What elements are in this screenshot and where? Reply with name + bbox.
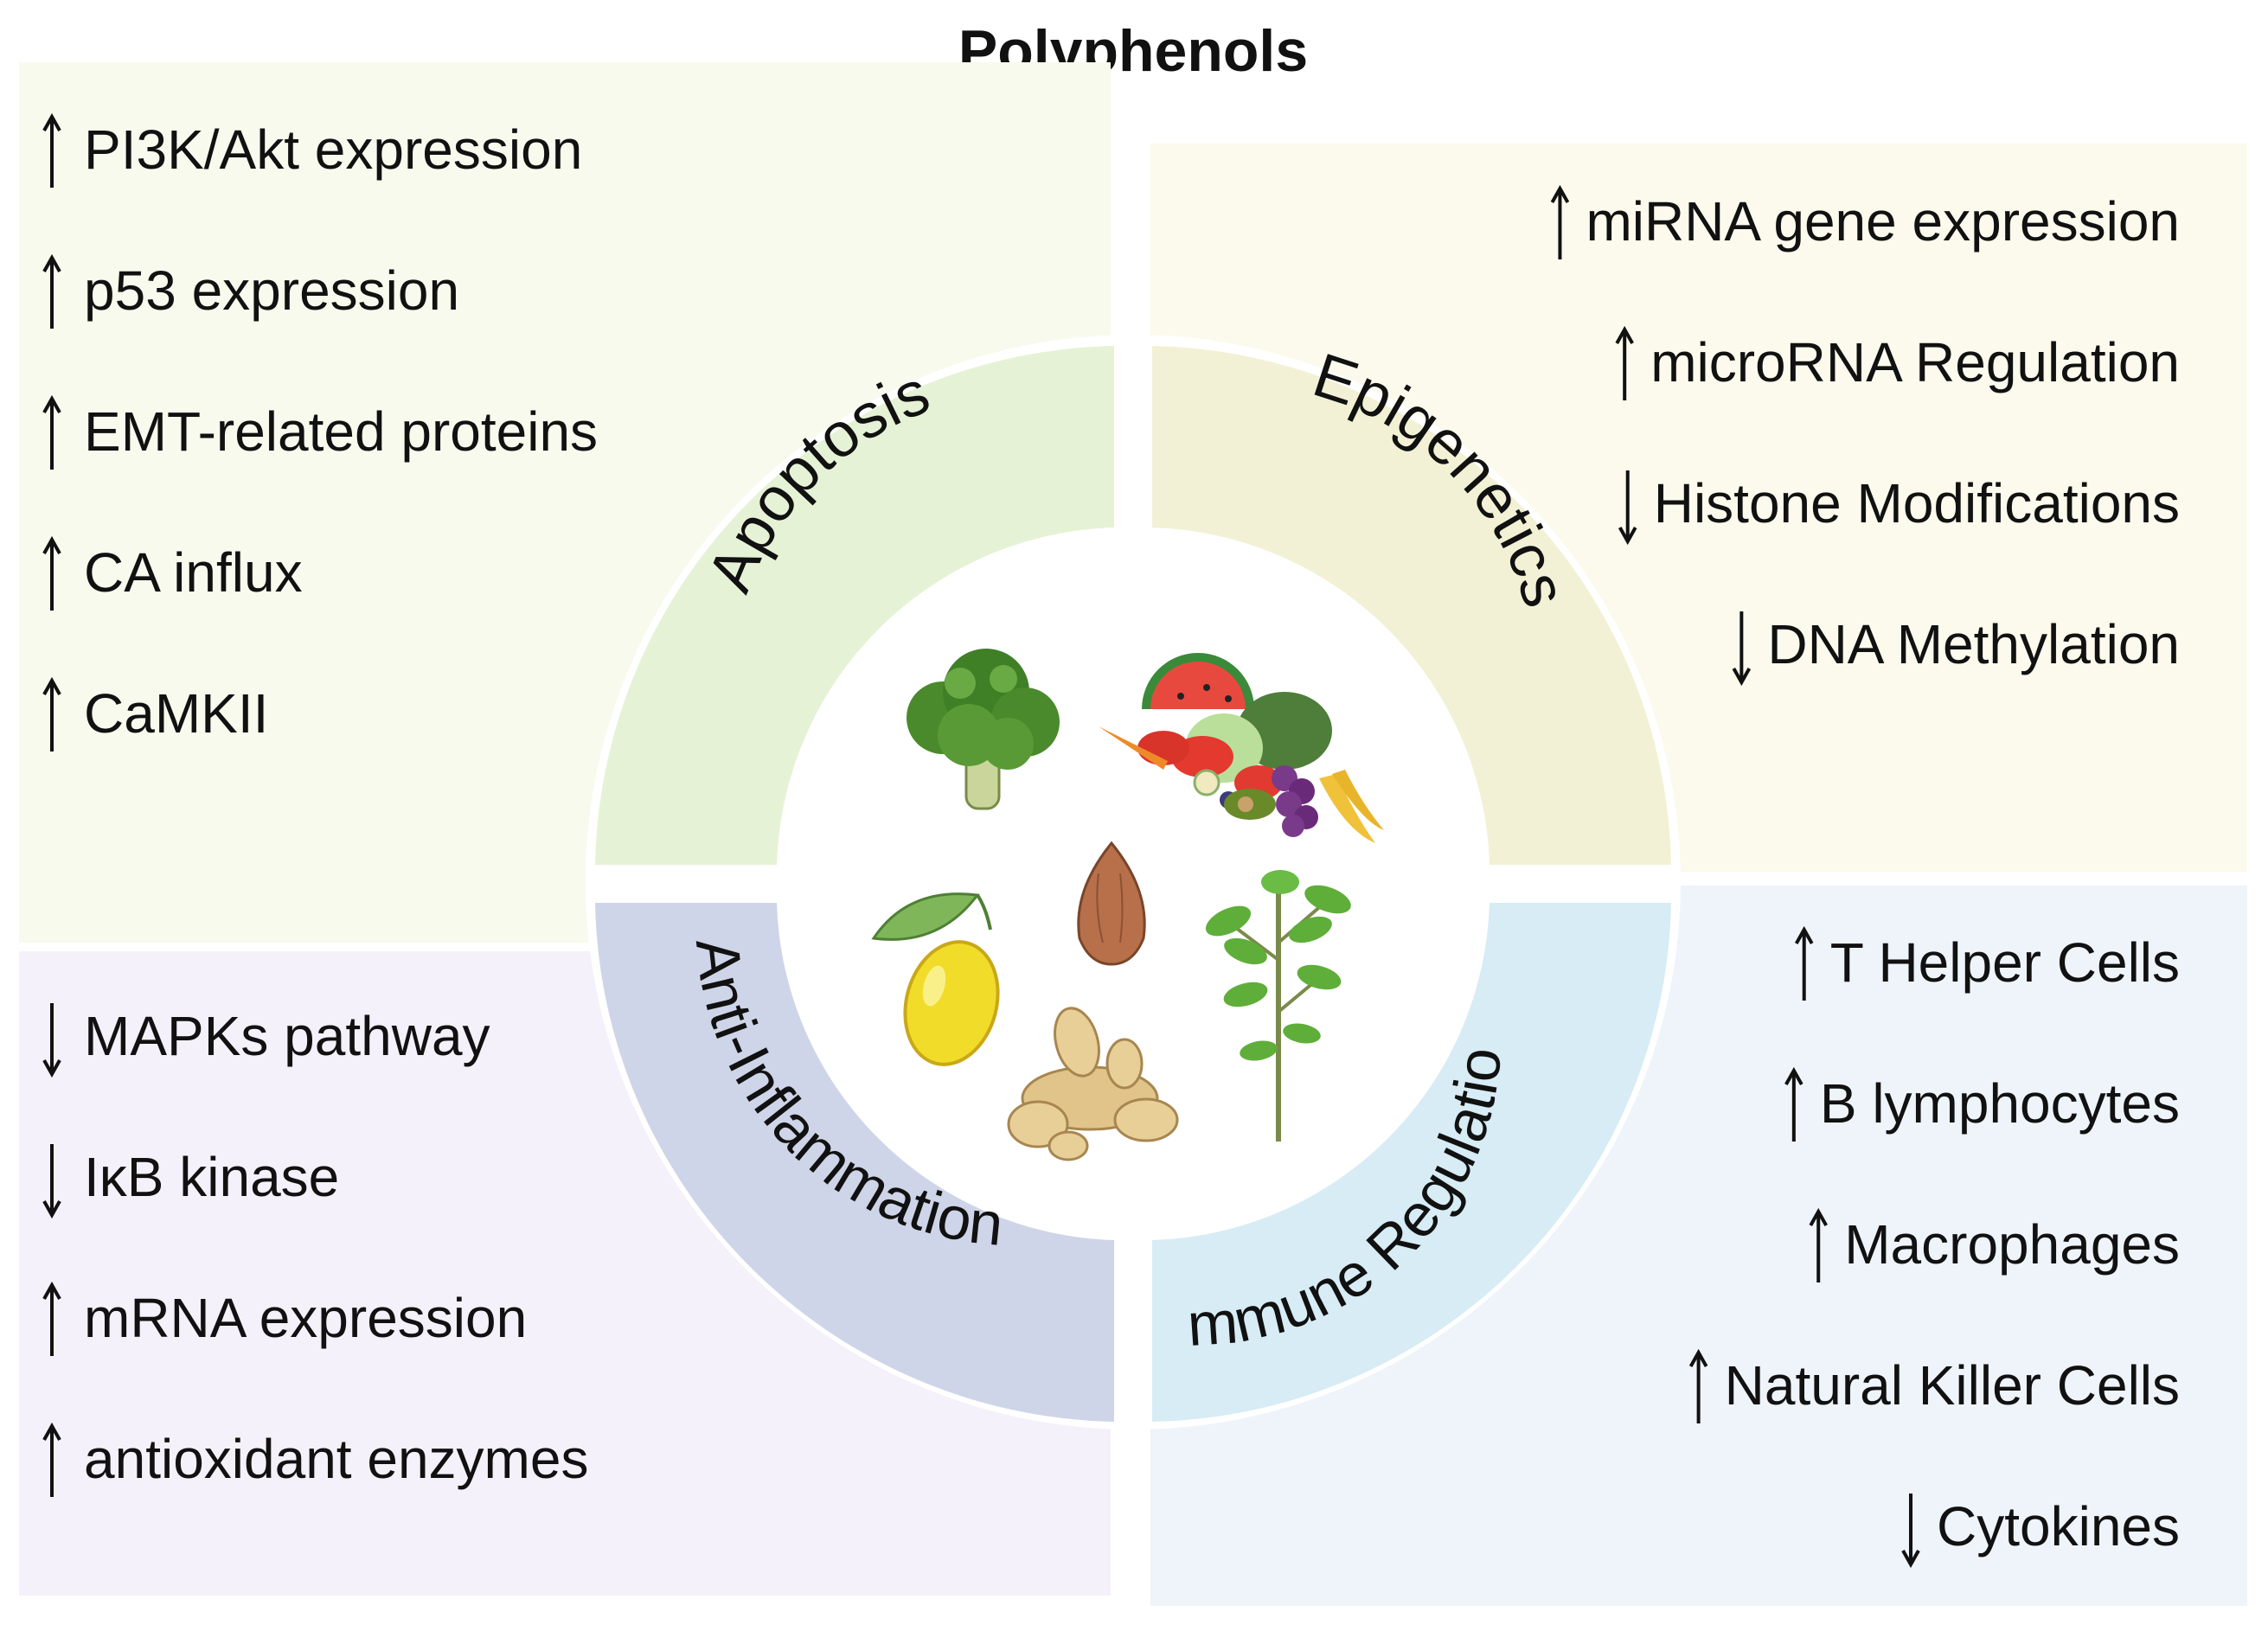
up-arrow-icon <box>1794 925 1814 1001</box>
list-item-text: mRNA expression <box>84 1287 527 1349</box>
list-item-text: antioxidant enzymes <box>84 1428 588 1490</box>
list-item: Natural Killer Cells <box>1688 1348 2180 1423</box>
fruit-vegetable-pile-icon <box>1099 653 1384 843</box>
list-item: IκB kinase <box>42 1144 339 1219</box>
up-arrow-icon <box>42 394 61 470</box>
list-item: CaMKII <box>42 676 268 752</box>
up-arrow-icon <box>42 676 61 752</box>
up-arrow-icon <box>42 112 61 188</box>
list-item-text: miRNA gene expression <box>1586 190 2180 253</box>
list-item-text: PI3K/Akt expression <box>84 118 582 181</box>
up-arrow-icon <box>42 535 61 611</box>
list-item-text: T Helper Cells <box>1830 931 2180 994</box>
anti-inflammation-ring-segment <box>595 903 1114 1422</box>
epigenetics-ring-segment <box>1152 346 1671 865</box>
immune-regulation-ring-segment <box>1152 903 1671 1422</box>
up-arrow-icon <box>42 253 61 329</box>
apoptosis-ring-segment <box>595 346 1114 865</box>
apoptosis-list: PI3K/Akt expression p53 expressionEMT-rel… <box>42 112 598 752</box>
list-item: T Helper Cells <box>1794 925 2180 1001</box>
list-item-text: Cytokines <box>1937 1495 2180 1557</box>
almond-icon <box>1077 841 1146 966</box>
list-item: PI3K/Akt expression <box>42 112 582 188</box>
list-item: antioxidant enzymes <box>42 1422 588 1497</box>
list-item: B lymphocytes <box>1784 1066 2180 1142</box>
list-item: microRNA Regulation <box>1615 325 2180 400</box>
list-item-text: B lymphocytes <box>1820 1072 2180 1135</box>
list-item-text: CaMKII <box>84 682 268 745</box>
list-item: Histone Modifications <box>1618 470 2180 546</box>
up-arrow-icon <box>42 1281 61 1356</box>
list-item-text: Histone Modifications <box>1654 472 2180 534</box>
up-arrow-icon <box>1784 1066 1804 1142</box>
lemon-icon <box>871 892 1000 1066</box>
list-item-text: EMT-related proteins <box>84 400 598 463</box>
list-item: Macrophages <box>1809 1207 2180 1282</box>
up-arrow-icon <box>1809 1207 1828 1282</box>
list-item: DNA Methylation <box>1732 611 2180 687</box>
list-item-text: DNA Methylation <box>1767 613 2180 675</box>
list-item-text: Natural Killer Cells <box>1725 1354 2180 1417</box>
list-item: Cytokines <box>1901 1493 2180 1569</box>
list-item-text: Macrophages <box>1844 1213 2180 1276</box>
epigenetics-list: miRNA gene expression microRNA Regulation… <box>1550 184 2180 687</box>
down-arrow-icon <box>1618 470 1637 546</box>
down-arrow-icon <box>1901 1493 1920 1569</box>
list-item: mRNA expression <box>42 1281 527 1356</box>
up-arrow-icon <box>1550 184 1570 259</box>
list-item-text: IκB kinase <box>84 1146 339 1208</box>
up-arrow-icon <box>42 1422 61 1497</box>
down-arrow-icon <box>42 1144 61 1219</box>
list-item: miRNA gene expression <box>1550 184 2180 259</box>
list-item-text: p53 expression <box>84 259 459 322</box>
list-item-text: microRNA Regulation <box>1650 331 2180 393</box>
list-item: EMT-related proteins <box>42 394 598 470</box>
broccoli-icon <box>907 649 1060 810</box>
list-item: MAPKs pathway <box>42 1003 490 1078</box>
list-item: p53 expression <box>42 253 459 329</box>
up-arrow-icon <box>1688 1348 1708 1423</box>
immune-regulation-list: T Helper Cells B lymphocytesMacrophagesNa… <box>1688 925 2180 1569</box>
list-item-text: CA influx <box>84 541 303 604</box>
up-arrow-icon <box>1615 325 1634 400</box>
ginger-icon <box>1007 1007 1179 1161</box>
plant-icon <box>1205 870 1351 1142</box>
down-arrow-icon <box>42 1003 61 1078</box>
list-item: CA influx <box>42 535 303 611</box>
down-arrow-icon <box>1732 611 1752 687</box>
list-item-text: MAPKs pathway <box>84 1005 490 1067</box>
